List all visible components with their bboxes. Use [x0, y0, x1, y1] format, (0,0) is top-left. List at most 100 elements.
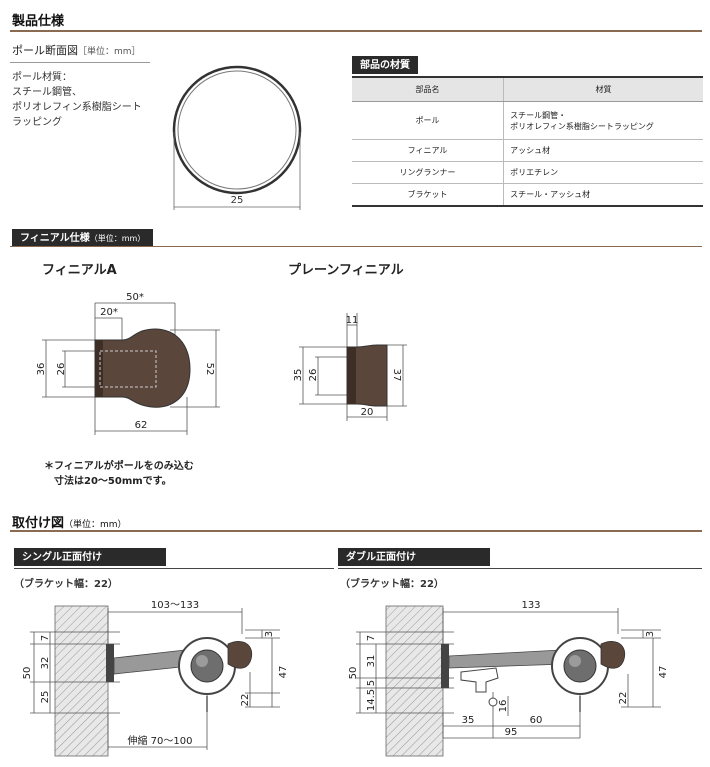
finial-tag-text: フィニアル仕様 — [20, 233, 90, 244]
single-bracket-width: （ブラケット幅：22） — [14, 579, 118, 590]
pole-material-line-1: スチール鋼管、 — [12, 87, 82, 98]
mounting-title-rule — [10, 530, 702, 532]
pole-diameter-label: 25 — [231, 195, 244, 206]
specs-title: 製品仕様 — [12, 14, 65, 29]
single-dim-left-upper: 32 — [40, 657, 51, 670]
finial-note-line-1: ＊フィニアルがポールをのみ込む — [44, 461, 194, 472]
double-mount-diagram: 133 35 60 95 50 7 31 5 14.5 16 3 47 22 — [348, 600, 669, 757]
materials-part-cell: ブラケット — [352, 183, 505, 207]
double-bracket-plate — [441, 644, 449, 688]
plain-finial-dim-left-inner: 26 — [308, 369, 319, 382]
double-dim-left-top: 7 — [366, 635, 377, 641]
finial-tag-unit: （単位：mm） — [89, 234, 146, 243]
materials-material-cell: アッシュ材 — [503, 139, 703, 162]
pole-material-label: ポール材質： — [12, 72, 72, 83]
mounting-title-unit: （単位：mm） — [64, 520, 127, 530]
double-pole — [563, 649, 597, 683]
plain-finial-diagram: 11 35 26 37 20 — [293, 313, 407, 421]
single-mount-rule — [14, 568, 334, 569]
pole-section-title-text: ポール断面図 — [12, 44, 78, 57]
pole-inner-circle — [177, 70, 297, 190]
pole-material-line-2: ポリオレフィン系樹脂シート — [12, 102, 142, 113]
single-dim-right-top: 3 — [264, 631, 275, 637]
double-dim-inner-a: 35 — [462, 715, 475, 726]
single-mount-tag: シングル正面付け — [14, 548, 166, 566]
single-dim-left-lower: 25 — [40, 691, 51, 704]
materials-table: 部品名 材質 ポール スチール鋼管・ ポリオレフィン系樹脂シートラッピング フィ… — [352, 76, 703, 207]
double-dim-left-total: 50 — [348, 667, 359, 680]
single-dim-right-total: 47 — [278, 666, 289, 679]
double-dim-left-upper: 31 — [366, 655, 377, 668]
finial-a-diagram: 50* 20* 36 26 52 62 — [36, 292, 220, 435]
double-dim-right-total: 47 — [658, 666, 669, 679]
materials-header-material: 材質 — [503, 76, 703, 102]
finial-a-body — [94, 328, 191, 408]
plain-finial-title: プレーンフィニアル — [288, 263, 404, 278]
finial-a-dim-bottom: 62 — [135, 420, 148, 431]
double-pole-highlight — [569, 655, 581, 667]
single-bracket-plate — [106, 644, 114, 682]
finial-a-socket — [99, 350, 157, 388]
double-mount-tag: ダブル正面付け — [338, 548, 490, 566]
finial-a-ring — [95, 340, 103, 397]
double-dim-top: 133 — [521, 600, 540, 611]
table-row: リングランナー ポリエチレン — [352, 161, 703, 184]
single-pole — [190, 649, 224, 683]
pole-section-title: ポール断面図［単位：mm］ — [12, 42, 141, 58]
specs-title-rule — [10, 30, 702, 32]
plain-finial-dim-bottom: 20 — [361, 407, 374, 418]
finial-a-dim-inner: 20* — [100, 307, 118, 318]
double-dim-inner-b: 60 — [530, 715, 543, 726]
table-row: ブラケット スチール・アッシュ材 — [352, 183, 703, 207]
pole-material-line-3: ラッピング — [12, 117, 62, 128]
double-dim-right-lower: 22 — [618, 692, 629, 705]
materials-part-cell: ポール — [352, 101, 505, 140]
double-bracket-arm — [448, 649, 567, 669]
double-mount-rule — [338, 568, 702, 569]
single-wall — [54, 605, 109, 757]
materials-part-cell: リングランナー — [352, 161, 505, 184]
finial-tag: フィニアル仕様（単位：mm） — [12, 229, 154, 247]
pole-section-diagram: 25 — [172, 65, 302, 210]
single-dim-bottom: 伸縮 70〜100 — [128, 734, 193, 747]
pole-outer-circle — [172, 65, 302, 195]
materials-material-cell: スチール鋼管・ ポリオレフィン系樹脂シートラッピング — [503, 101, 703, 140]
materials-header-part: 部品名 — [352, 76, 505, 102]
double-dim-bottom: 95 — [505, 727, 518, 738]
plain-finial-ring — [347, 347, 356, 404]
materials-part-cell: フィニアル — [352, 139, 505, 162]
plain-finial-dim-left-outer: 35 — [293, 369, 304, 382]
single-dim-left-total: 50 — [22, 667, 33, 680]
double-dim-left-lower: 14.5 — [366, 689, 377, 711]
double-bracket-width: （ブラケット幅：22） — [340, 579, 444, 590]
single-dim-left-top: 7 — [40, 635, 51, 641]
plain-finial-dim-right: 37 — [391, 369, 402, 382]
materials-tag: 部品の材質 — [352, 56, 418, 74]
finial-a-dim-left-inner: 26 — [56, 363, 67, 376]
pole-material-block: ポール材質： スチール鋼管、 ポリオレフィン系樹脂シート ラッピング — [12, 70, 142, 130]
materials-material-cell: ポリエチレン — [503, 161, 703, 184]
materials-header-row: 部品名 材質 — [352, 76, 703, 102]
single-pole-highlight — [196, 655, 208, 667]
double-inner-rail — [460, 667, 499, 693]
finial-a-dim-left-outer: 36 — [36, 363, 47, 376]
single-dim-top: 103〜133 — [151, 600, 199, 611]
table-row: フィニアル アッシュ材 — [352, 139, 703, 162]
finial-a-dim-right: 52 — [204, 363, 215, 376]
mounting-title-text: 取付け図 — [12, 516, 65, 531]
plain-finial-body — [346, 344, 388, 407]
finial-note: ＊フィニアルがポールをのみ込む 寸法は20〜50mmです。 — [44, 459, 194, 489]
double-bracket-cap — [600, 641, 626, 669]
plain-finial-dim-top: 11 — [346, 315, 359, 326]
finial-note-line-2: 寸法は20〜50mmです。 — [54, 476, 172, 487]
finial-rule — [10, 246, 702, 247]
pole-section-unit: ［単位：mm］ — [78, 47, 141, 57]
single-bracket-cap — [227, 641, 253, 669]
finial-a-title: フィニアルA — [42, 263, 117, 278]
double-wall — [385, 605, 444, 757]
double-runner — [488, 697, 498, 707]
single-mount-diagram: 103〜133 伸縮 70〜100 50 32 25 7 3 47 22 — [22, 600, 289, 757]
table-row: ポール スチール鋼管・ ポリオレフィン系樹脂シートラッピング — [352, 101, 703, 140]
double-dim-mid: 16 — [498, 700, 509, 713]
pole-section-rule — [10, 62, 150, 63]
